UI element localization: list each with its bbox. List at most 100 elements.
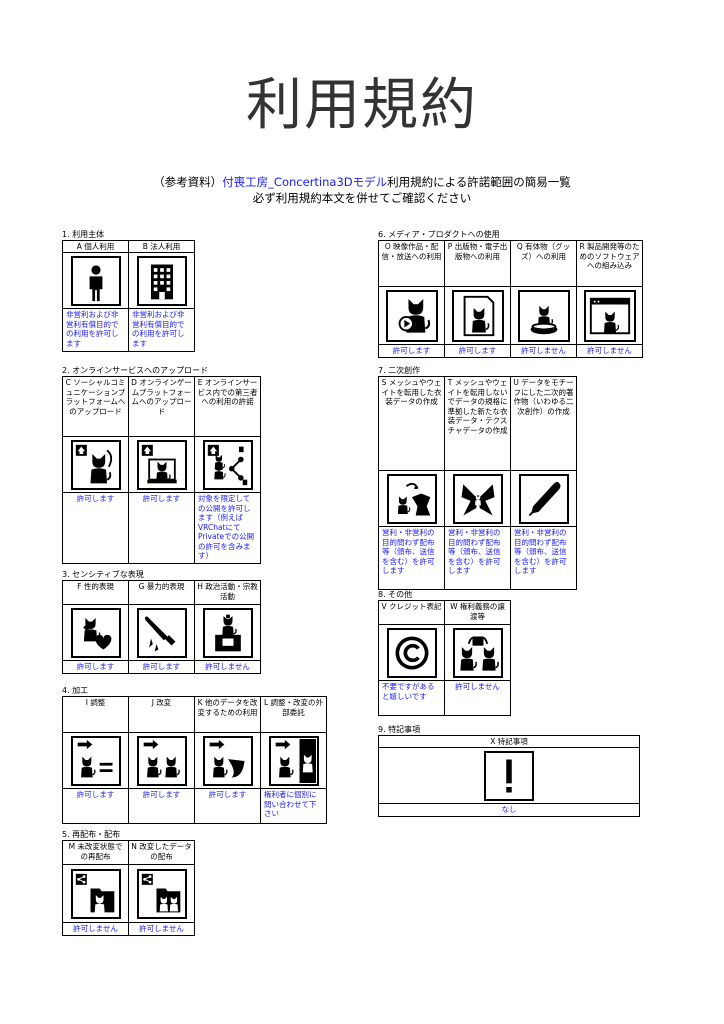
rule-status: 許可しません — [205, 662, 250, 671]
rule-header: P 出版物・電子出版物への利用 — [445, 241, 510, 287]
rule-header: A 個人利用 — [63, 241, 128, 253]
rule-item: U データをモチーフにした二次的著作物（いわゆる二次創作）の作成営利・非営利の目… — [511, 377, 577, 589]
rule-status: 許可しません — [587, 346, 632, 355]
rule-item: N 改変したデータの配布許可しません — [129, 841, 195, 935]
outsource-icon — [268, 735, 319, 786]
rule-item: M 未改変状態での再配布許可しません — [63, 841, 129, 935]
icon-cell — [379, 748, 639, 804]
video-icon — [385, 289, 438, 342]
rule-item: T メッシュやウェイトを転用しないでデータの規格に準拠した新たな衣装データ・テク… — [445, 377, 511, 589]
rule-status: 権利者に個別に問い合わせて下さい — [264, 790, 317, 818]
upload-avatar-icon — [70, 439, 121, 490]
transfer-icon — [452, 627, 503, 678]
rule-item: V クレジット表記不要ですがあると嬉しいです — [379, 601, 445, 715]
rule-header: I 調整 — [63, 697, 128, 733]
rule-status: 営利・非営利の目的問わず配布等（頒布、送信を含む）を許可します — [448, 528, 501, 575]
rule-item: G 暴力的表現許可します — [129, 581, 195, 673]
rule-status: 許可します — [142, 662, 181, 671]
rule-header: T メッシュやウェイトを転用しないでデータの規格に準拠した新たな衣装データ・テク… — [445, 377, 510, 471]
software-icon — [583, 289, 636, 342]
rule-item: R 製品開発等のためのソフトウェアへの組み込み許可しません — [577, 241, 643, 357]
subtitle-line1: （参考資料）付喪工房_Concertina3Dモデル利用規約による許諾範囲の簡易… — [0, 174, 724, 190]
figure-icon — [517, 289, 570, 342]
rule-header: X 特記事項 — [379, 736, 639, 748]
icon-cell — [195, 437, 260, 493]
icon-cell — [129, 733, 194, 789]
icon-cell — [195, 605, 260, 661]
rule-status: 非営利および非営利有償目的での利用を許可します — [66, 310, 119, 348]
rule-header: U データをモチーフにした二次的著作物（いわゆる二次創作）の作成 — [511, 377, 576, 471]
rule-header: H 政治活動・宗教活動 — [195, 581, 260, 605]
rule-header: F 性的表現 — [63, 581, 128, 605]
icon-cell — [63, 733, 128, 789]
icon-cell — [511, 471, 576, 527]
rule-item: A 個人利用非営利および非営利有償目的での利用を許可します — [63, 241, 129, 351]
section-title: 5. 再配布・配布 — [62, 830, 121, 839]
publication-icon — [451, 289, 504, 342]
use-for-modify-icon — [202, 735, 253, 786]
ribbon-icon — [452, 473, 503, 524]
rule-header: D オンラインゲームプラットフォームへのアップロード — [129, 377, 194, 437]
rule-item: K 他のデータを改変するための利用許可します — [195, 697, 261, 823]
costume-icon — [386, 473, 437, 524]
rule-header: L 調整・改変の外部委託 — [261, 697, 326, 733]
subtitle-suffix: 利用規約による許諾範囲の簡易一覧 — [387, 175, 571, 189]
upload-game-icon — [136, 439, 187, 490]
rule-header: K 他のデータを改変するための利用 — [195, 697, 260, 733]
section-title: 6. メディア・プロダクトへの使用 — [378, 230, 500, 239]
page-title: 利用規約 — [246, 73, 478, 138]
exclamation-icon — [484, 750, 534, 801]
rule-status: 許可します — [76, 662, 115, 671]
icon-cell — [445, 625, 510, 681]
rule-item: X 特記事項なし — [379, 736, 640, 816]
rule-item: B 法人利用非営利および非営利有償目的での利用を許可します — [129, 241, 195, 351]
section-title: 7. 二次創作 — [378, 366, 421, 375]
icon-cell — [63, 865, 128, 923]
knife-icon — [136, 607, 187, 658]
section-title: 3. センシティブな表現 — [62, 570, 144, 579]
icon-cell — [445, 471, 510, 527]
icon-cell — [379, 471, 444, 527]
rule-header: V クレジット表記 — [379, 601, 444, 625]
rule-item: D オンラインゲームプラットフォームへのアップロード許可します — [129, 377, 195, 563]
rule-header: G 暴力的表現 — [129, 581, 194, 605]
icon-cell — [63, 437, 128, 493]
pen-icon — [518, 473, 569, 524]
icon-cell — [261, 733, 326, 789]
rule-status: 許可しません — [73, 924, 118, 933]
icon-cell — [63, 253, 128, 309]
rule-item: E オンラインサービス内での第三者への利用の許諾対象を限定しての公開を許可します… — [195, 377, 261, 563]
section-title: 1. 利用主体 — [62, 230, 105, 239]
icon-cell — [63, 605, 128, 661]
rule-status: 対象を限定しての公開を許可します（例えばVRChatにてPrivateでの公開の… — [198, 494, 255, 560]
icon-cell — [511, 287, 576, 345]
rule-grid: X 特記事項なし — [378, 735, 640, 817]
rule-item: S メッシュやウェイトを転用した衣装データの作成営利・非営利の目的問わず配布等（… — [379, 377, 445, 589]
share-avatar-icon — [202, 439, 253, 490]
rule-item: P 出版物・電子出版物への利用許可します — [445, 241, 511, 357]
subtitle-link[interactable]: 付喪工房_Concertina3Dモデル — [222, 175, 388, 189]
copyright-icon — [386, 627, 437, 678]
rule-header: N 改変したデータの配布 — [129, 841, 194, 865]
rule-status: なし — [501, 805, 517, 814]
rule-header: R 製品開発等のためのソフトウェアへの組み込み — [577, 241, 642, 287]
rule-header: S メッシュやウェイトを転用した衣装データの作成 — [379, 377, 444, 471]
icon-cell — [129, 865, 194, 923]
rule-status: 許可しません — [139, 924, 184, 933]
section-title: 2. オンラインサービスへのアップロード — [62, 366, 209, 375]
rule-header: J 改変 — [129, 697, 194, 733]
section-title: 8. その他 — [378, 590, 413, 599]
